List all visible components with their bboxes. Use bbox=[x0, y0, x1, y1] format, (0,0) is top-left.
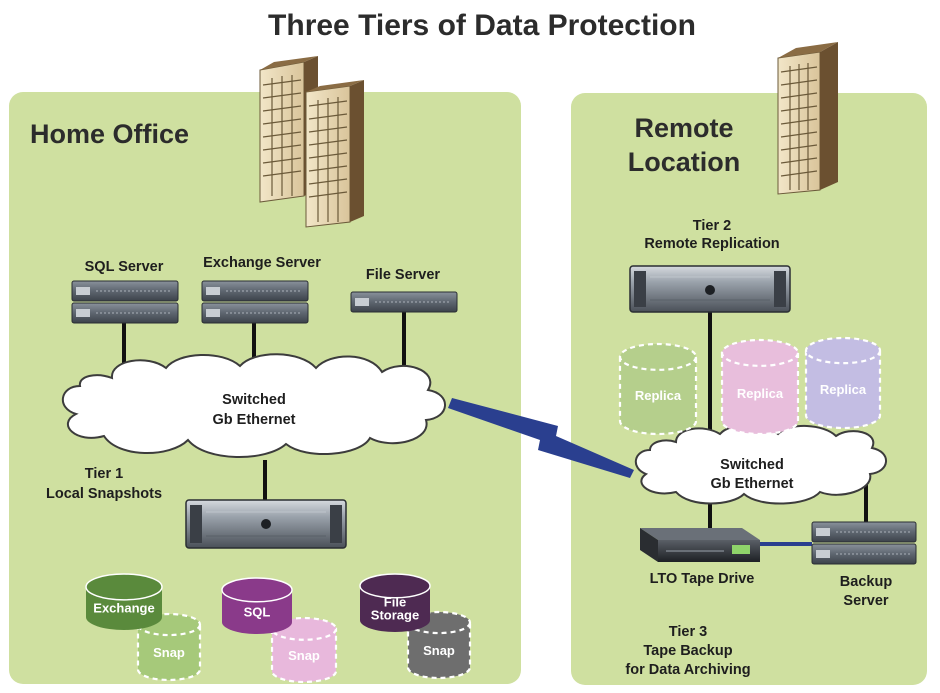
tier2-label: Tier 2 bbox=[693, 218, 731, 234]
cylinder-label: SQL bbox=[244, 605, 271, 620]
cylinder-top bbox=[618, 342, 698, 371]
replica-green-cylinder: Replica bbox=[618, 342, 698, 436]
backup-server-label-line2: Server bbox=[843, 593, 889, 609]
home-network-cloud: Switched Gb Ethernet bbox=[62, 353, 446, 459]
file-server-label: File Server bbox=[366, 267, 441, 283]
tier1-label: Tier 1 bbox=[85, 466, 123, 482]
remote-location-heading: Remote bbox=[634, 113, 733, 143]
cylinder-label: Snap bbox=[288, 648, 320, 663]
cylinder-body bbox=[804, 349, 882, 430]
wan-link-icon bbox=[448, 398, 634, 478]
home-office-heading: Home Office bbox=[30, 119, 189, 149]
exchange-server-label: Exchange Server bbox=[203, 255, 321, 271]
page-title: Three Tiers of Data Protection bbox=[268, 9, 696, 42]
cylinder-body bbox=[720, 351, 800, 436]
cylinder-label: Replica bbox=[737, 386, 784, 401]
home-office-building-icon bbox=[259, 56, 364, 228]
cylinder-body bbox=[406, 621, 472, 680]
tier3-sublabel: Tape Backup bbox=[643, 643, 732, 659]
cylinder-body bbox=[270, 627, 338, 684]
tape-drive-icon bbox=[640, 528, 760, 562]
cylinder-top bbox=[804, 336, 882, 365]
sql-cylinder: SQL bbox=[221, 577, 293, 634]
cylinder-top bbox=[221, 577, 293, 603]
cylinder-label: Replica bbox=[635, 388, 682, 403]
home-network-label: Switched bbox=[222, 392, 286, 408]
sql-server-label: SQL Server bbox=[85, 259, 164, 275]
home-network-label-line2: Gb Ethernet bbox=[213, 412, 296, 428]
cylinder-top bbox=[359, 573, 431, 599]
sql-server-icon bbox=[71, 280, 179, 324]
remote-location-heading-line2: Location bbox=[628, 147, 741, 177]
replica-purple-cylinder: Replica bbox=[804, 336, 882, 430]
cylinder-label: Replica bbox=[820, 382, 867, 397]
cylinder-top bbox=[720, 338, 800, 367]
tier2-storage-array-icon bbox=[629, 265, 791, 313]
exchange-server-icon bbox=[201, 280, 309, 324]
cylinder-label: File bbox=[384, 595, 406, 610]
cylinder-label: Storage bbox=[371, 608, 419, 623]
exchange-cylinder: Exchange bbox=[85, 573, 163, 630]
replica-pink-cylinder: Replica bbox=[720, 338, 800, 436]
tape-drive-label: LTO Tape Drive bbox=[650, 571, 755, 587]
backup-server-icon bbox=[811, 521, 917, 565]
tier3-sublabel-line2: for Data Archiving bbox=[625, 662, 750, 678]
cylinder-label: Snap bbox=[423, 643, 455, 658]
tier3-label: Tier 3 bbox=[669, 624, 707, 640]
file-server-icon bbox=[350, 291, 458, 313]
remote-building-icon bbox=[777, 42, 838, 195]
cylinder-top bbox=[85, 573, 163, 601]
tier1-storage-array-icon bbox=[185, 499, 347, 549]
remote-network-label-line2: Gb Ethernet bbox=[711, 476, 794, 492]
cylinder-body bbox=[618, 355, 698, 436]
sql-snap-cylinder: Snap bbox=[270, 616, 338, 684]
cylinder-body bbox=[136, 623, 202, 682]
cylinder-label: Exchange bbox=[93, 601, 154, 616]
backup-server-label: Backup bbox=[840, 574, 893, 590]
remote-network-cloud: Switched Gb Ethernet bbox=[635, 424, 887, 505]
tier2-sublabel: Remote Replication bbox=[644, 236, 779, 252]
cylinder-body bbox=[360, 585, 430, 632]
remote-network-label: Switched bbox=[720, 457, 784, 473]
cylinder-label: Snap bbox=[153, 645, 185, 660]
tier1-sublabel: Local Snapshots bbox=[46, 486, 162, 502]
